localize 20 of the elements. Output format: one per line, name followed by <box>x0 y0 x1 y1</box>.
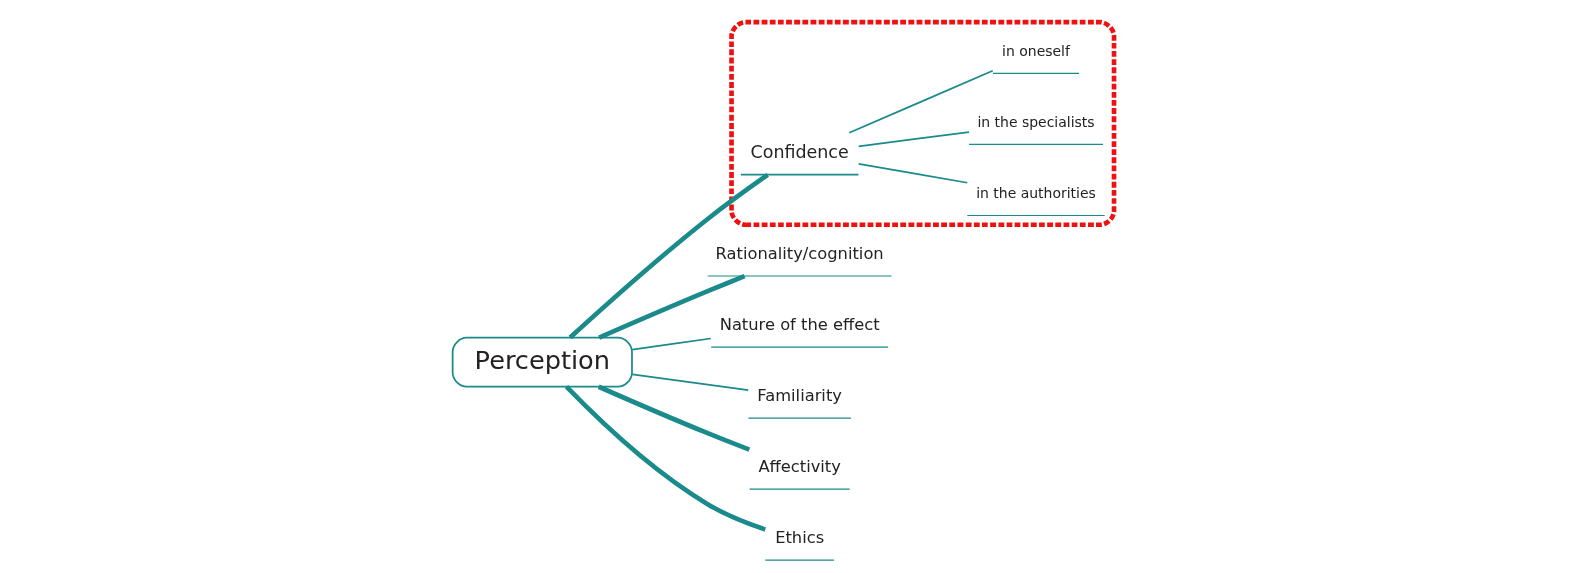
connector <box>564 385 766 532</box>
node-text: Rationality/cognition <box>715 244 884 264</box>
connector <box>857 162 968 184</box>
node-text: Affectivity <box>757 457 841 477</box>
connector <box>597 274 745 340</box>
connector <box>597 384 750 452</box>
connector <box>630 337 712 351</box>
connector <box>857 131 970 148</box>
connector <box>630 373 749 392</box>
cluster <box>728 19 1116 228</box>
connector <box>568 172 769 340</box>
connector <box>847 69 994 134</box>
node-text: Confidence <box>750 141 849 162</box>
node-text: in oneself <box>1001 43 1070 60</box>
node-text: in the specialists <box>976 114 1095 131</box>
node-text: Ethics <box>774 528 824 548</box>
node-text: Familiarity <box>756 386 842 406</box>
node-box: Perception <box>451 336 633 388</box>
node-text: in the authorities <box>975 185 1096 202</box>
node-text: Nature of the effect <box>719 315 880 335</box>
